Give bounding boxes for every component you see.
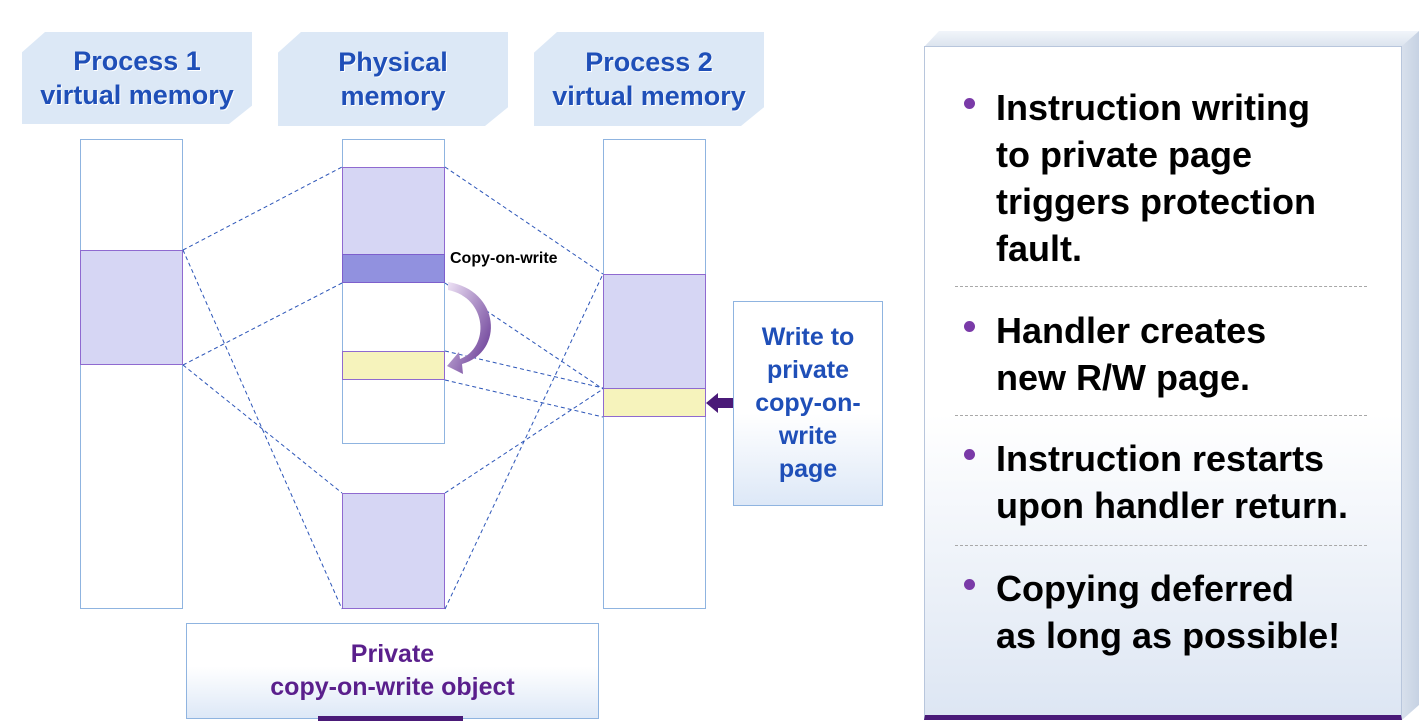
object-box-line: Private	[350, 640, 435, 668]
bullet-dot-icon	[964, 98, 975, 109]
process2-header-line2: virtual memory	[552, 81, 746, 111]
physical-header-line2: memory	[340, 81, 446, 111]
bullet-line: Copying deferred	[996, 568, 1295, 609]
mapping-line	[444, 350, 604, 389]
write-box-line: private	[767, 356, 849, 384]
bullet-dot-icon	[964, 321, 975, 332]
copy-on-write-label: Copy-on-write	[450, 250, 558, 267]
write-box-line: copy-on-	[755, 389, 861, 417]
bullet-line: Handler creates	[996, 310, 1267, 351]
write-box-line: Write to	[761, 323, 855, 351]
process2-header: Process 2 virtual memory	[534, 32, 764, 126]
process2-header-line1: Process 2	[585, 47, 713, 77]
private-cow-object-box: Private copy-on-write object	[186, 623, 599, 719]
write-box-line: page	[778, 455, 838, 483]
mapping-line	[444, 379, 604, 418]
bullet-line: as long as possible!	[996, 615, 1341, 656]
bullet-dot-icon	[964, 579, 975, 590]
bullet-line: new R/W page.	[996, 357, 1251, 398]
divider	[955, 545, 1367, 546]
copy-on-write-arrow	[447, 282, 491, 374]
object-box-line: copy-on-write object	[270, 673, 515, 701]
write-arrow-icon	[706, 393, 733, 413]
bullet-line: Instruction restarts	[996, 438, 1325, 479]
mapping-line	[182, 249, 343, 610]
process1-mapped-area	[80, 250, 183, 365]
process2-private-page	[603, 388, 706, 417]
process2-mapped-area	[603, 274, 706, 389]
bullet-item: Instruction restarts upon handler return…	[964, 435, 1384, 529]
physical-memory-header: Physical memory	[278, 32, 508, 126]
physical-object-area	[342, 493, 445, 609]
panel-side-bevel	[1402, 31, 1419, 720]
bullet-line: triggers protection	[996, 181, 1317, 222]
bullet-line: upon handler return.	[996, 485, 1349, 526]
divider	[955, 286, 1367, 287]
bullet-item: Copying deferred as long as possible!	[964, 565, 1384, 659]
bullet-line: fault.	[996, 228, 1082, 269]
write-to-private-page-box: Write to private copy-on- write page	[733, 301, 883, 506]
bullet-line: Instruction writing	[996, 87, 1310, 128]
divider	[955, 415, 1367, 416]
object-box-tab	[318, 716, 463, 721]
mapping-line	[182, 282, 343, 366]
bullet-item: Handler creates new R/W page.	[964, 307, 1384, 401]
bullet-dot-icon	[964, 449, 975, 460]
physical-original-page	[342, 254, 445, 283]
write-box-line: write	[778, 422, 838, 450]
process1-header: Process 1 virtual memory	[22, 32, 252, 124]
bullet-item: Instruction writing to private page trig…	[964, 84, 1384, 272]
process1-header-line2: virtual memory	[40, 80, 234, 110]
bullet-line: to private page	[996, 134, 1253, 175]
mapping-line	[182, 166, 343, 251]
mapping-line	[444, 166, 604, 275]
panel-top-bevel	[924, 31, 1419, 47]
explanation-panel	[924, 46, 1402, 720]
process1-header-line1: Process 1	[73, 46, 201, 76]
physical-copied-page	[342, 351, 445, 380]
mapping-line	[444, 388, 604, 494]
process1-memory-column	[80, 139, 183, 609]
physical-header-line1: Physical	[338, 47, 448, 77]
mapping-line	[182, 364, 343, 494]
